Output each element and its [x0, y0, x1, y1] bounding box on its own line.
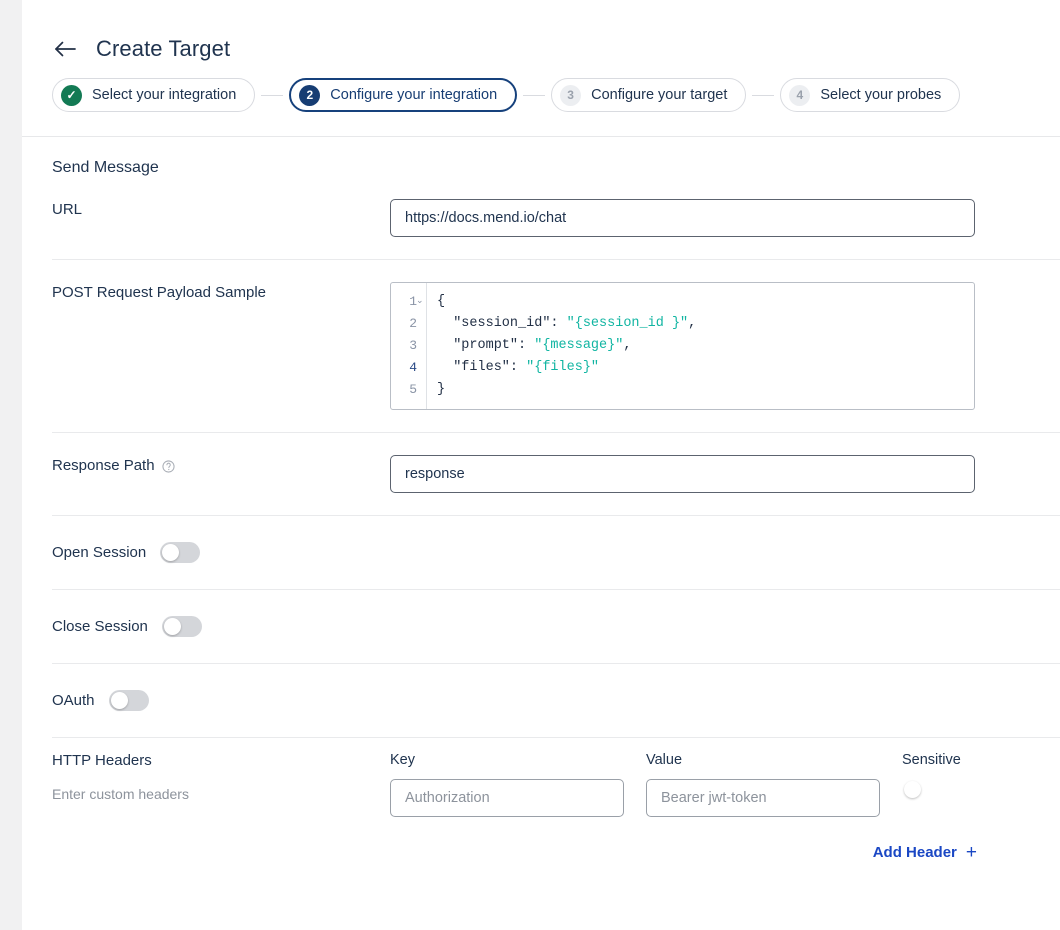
toggle-knob	[904, 781, 921, 798]
header-divider	[22, 136, 1060, 137]
add-header-label: Add Header	[872, 844, 957, 861]
step-configure-integration[interactable]: 2 Configure your integration	[289, 78, 518, 112]
code-line: }	[437, 379, 974, 401]
code-token: "{session_id }"	[566, 316, 689, 331]
url-field-wrap	[390, 199, 1060, 237]
oauth-toggle[interactable]	[108, 690, 149, 711]
step-badge-2: 2	[299, 84, 321, 106]
editor-gutter: 1 2 3 4 5 ⌄	[391, 283, 427, 409]
row-oauth: OAuth	[22, 664, 1060, 737]
open-session-label: Open Session	[52, 544, 147, 561]
header-value-column: Value	[646, 752, 880, 817]
payload-label: POST Request Payload Sample	[52, 284, 267, 301]
header-key-column: Key	[390, 752, 624, 817]
step-separator	[752, 94, 775, 96]
page-header: Create Target	[22, 0, 1060, 62]
divider-after-close-session	[52, 663, 1060, 664]
step-separator	[261, 94, 284, 96]
close-session-label: Close Session	[52, 618, 148, 635]
code-token: "{files}"	[526, 360, 600, 375]
row-response-path: Response Path	[22, 433, 1060, 515]
arrow-left-icon[interactable]	[52, 36, 78, 62]
code-token: "session_id":	[437, 316, 567, 331]
header-value-input[interactable]	[646, 779, 880, 817]
line-number: 3	[409, 338, 417, 353]
open-session-toggle[interactable]	[160, 542, 201, 563]
code-token: {	[437, 294, 446, 309]
header-sensitive-column-title: Sensitive	[902, 752, 961, 768]
divider-after-response-path	[52, 515, 1060, 516]
row-close-session: Close Session	[22, 590, 1060, 663]
line-number: 4	[409, 360, 417, 375]
page-title: Create Target	[96, 36, 231, 61]
header-key-input[interactable]	[390, 779, 624, 817]
step-configure-target[interactable]: 3 Configure your target	[551, 78, 747, 112]
http-headers-subtitle: Enter custom headers	[52, 786, 189, 802]
line-number: 5	[409, 382, 417, 397]
url-label: URL	[52, 201, 83, 218]
code-token: "files":	[437, 360, 527, 375]
payload-code-editor[interactable]: 1 2 3 4 5 ⌄ { "session_id": "{session_id…	[390, 282, 975, 410]
step-label: Select your integration	[92, 87, 237, 103]
code-token: ,	[688, 316, 697, 331]
editor-code-body: { "session_id": "{session_id }", "prompt…	[427, 283, 974, 409]
code-token: "{message}"	[534, 338, 624, 353]
create-target-page: Create Target ✓ Select your integration …	[22, 0, 1060, 930]
step-label: Select your probes	[820, 87, 942, 103]
step-badge-3: 3	[560, 84, 582, 106]
plus-icon: +	[965, 842, 977, 863]
toggle-knob	[110, 692, 128, 709]
oauth-label: OAuth	[52, 692, 95, 709]
step-badge-check-icon: ✓	[61, 84, 82, 106]
chevron-down-icon[interactable]: ⌄	[416, 295, 424, 305]
step-select-integration[interactable]: ✓ Select your integration	[52, 78, 256, 112]
step-label: Configure your integration	[330, 87, 498, 103]
code-line: "session_id": "{session_id }",	[437, 313, 974, 335]
wizard-stepper: ✓ Select your integration 2 Configure yo…	[22, 62, 1060, 112]
line-number: 2	[409, 316, 417, 331]
toggle-knob	[163, 618, 181, 635]
code-line: "prompt": "{message}",	[437, 335, 974, 357]
row-payload: POST Request Payload Sample 1 2 3 4 5 ⌄ …	[22, 260, 1060, 432]
response-path-input[interactable]	[390, 455, 975, 493]
divider-after-url	[52, 259, 1060, 260]
divider-after-oauth	[52, 737, 1060, 738]
http-headers-labels: HTTP Headers Enter custom headers	[52, 752, 390, 817]
line-number: 1	[409, 294, 417, 309]
help-circle-icon[interactable]	[161, 460, 175, 473]
response-path-label-text: Response Path	[52, 457, 155, 474]
code-line: {	[437, 291, 974, 313]
close-session-toggle[interactable]	[161, 616, 202, 637]
code-line: "files": "{files}"	[437, 357, 974, 379]
code-token: ,	[623, 338, 632, 353]
step-badge-4: 4	[789, 84, 811, 106]
response-path-field-wrap	[390, 455, 1060, 493]
toggle-knob	[162, 544, 180, 561]
row-url: URL	[22, 177, 1060, 259]
url-input[interactable]	[390, 199, 975, 237]
section-title-send-message: Send Message	[52, 159, 159, 176]
step-label: Configure your target	[591, 87, 728, 103]
response-path-label: Response Path	[52, 455, 390, 493]
divider-after-payload	[52, 432, 1060, 433]
http-headers-section: HTTP Headers Enter custom headers Key Va…	[22, 738, 1060, 817]
divider-after-open-session	[52, 589, 1060, 590]
row-open-session: Open Session	[22, 516, 1060, 589]
header-value-column-title: Value	[646, 752, 683, 768]
header-key-column-title: Key	[390, 752, 415, 768]
http-headers-title: HTTP Headers	[52, 752, 152, 769]
step-select-probes[interactable]: 4 Select your probes	[780, 78, 961, 112]
payload-field-wrap: 1 2 3 4 5 ⌄ { "session_id": "{session_id…	[390, 282, 1060, 410]
code-token: }	[437, 382, 446, 397]
header-sensitive-column: Sensitive	[902, 752, 1022, 817]
step-separator	[523, 94, 546, 96]
add-header-button[interactable]: Add Header +	[22, 843, 1060, 862]
code-token: "prompt":	[437, 338, 535, 353]
